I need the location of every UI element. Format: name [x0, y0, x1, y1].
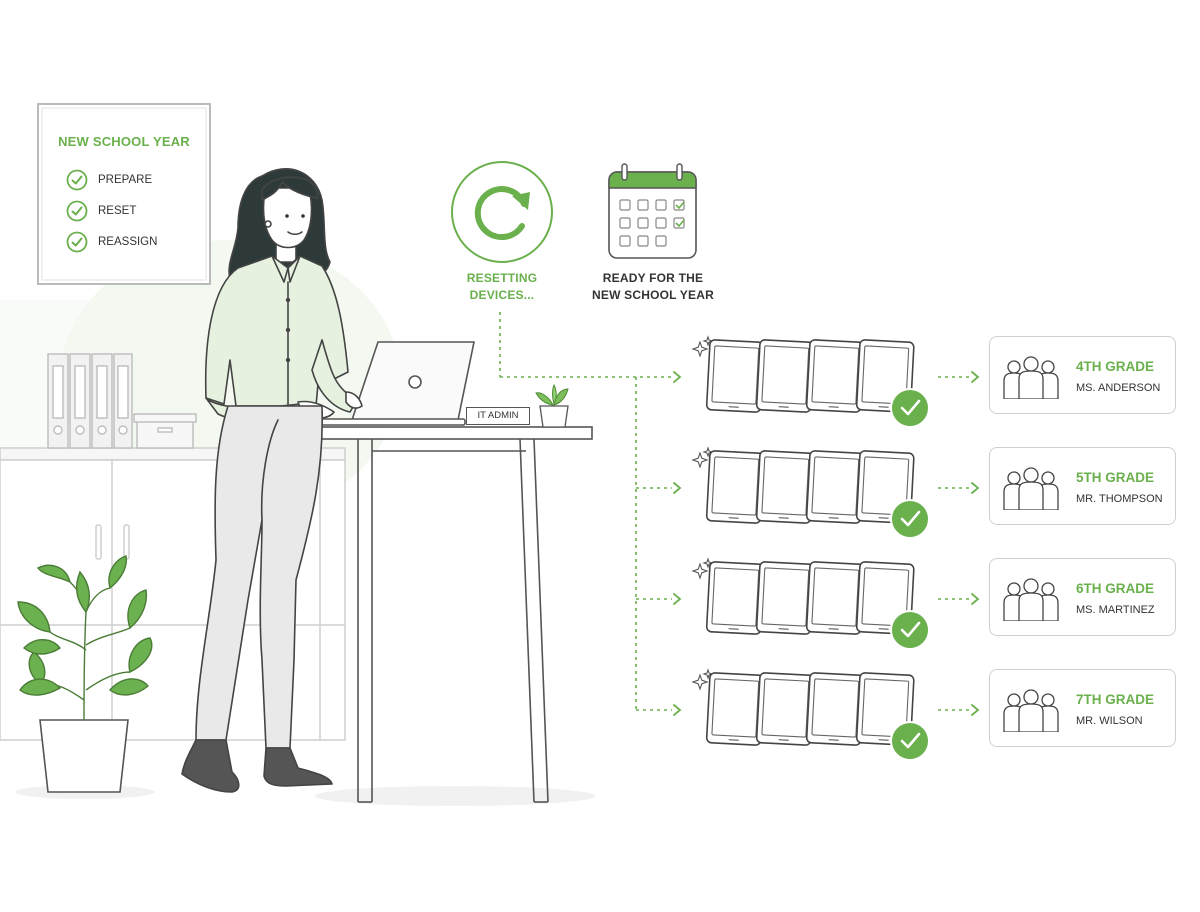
calendar-icon	[608, 163, 697, 259]
sparkle-icon	[691, 446, 714, 469]
teacher-name: MS. MARTINEZ	[1076, 604, 1155, 616]
tablet-icon	[805, 339, 865, 413]
floor-shadow	[315, 786, 595, 806]
poster-item-label: PREPARE	[98, 174, 153, 186]
tablet-icon	[755, 339, 815, 413]
tablet-icon	[755, 561, 815, 635]
sparkle-icon	[691, 668, 714, 691]
check-badge-icon	[890, 388, 930, 428]
tablet-icon	[805, 672, 865, 746]
ready-school-year-label: READY FOR THE NEW SCHOOL YEAR	[592, 271, 714, 302]
teacher-name: MR. WILSON	[1076, 715, 1143, 727]
check-badge-icon	[890, 499, 930, 539]
tablet-icon	[705, 672, 765, 746]
grade-name: 4TH GRADE	[1076, 359, 1155, 374]
poster-item-label: REASSIGN	[98, 236, 158, 248]
grade-card: 7TH GRADE MR. WILSON	[989, 669, 1176, 747]
poster-item-label: RESET	[98, 205, 137, 217]
check-badge-icon	[890, 721, 930, 761]
person-it-admin	[181, 168, 363, 793]
grade-card: 4TH GRADE MS. ANDERSON	[989, 336, 1176, 414]
tablet-icon	[755, 672, 815, 746]
grade-name: 7TH GRADE	[1076, 692, 1155, 707]
tablet-group-4	[691, 668, 930, 761]
check-circle-icon	[66, 231, 88, 253]
grade-card: 5TH GRADE MR. THOMPSON	[989, 447, 1176, 525]
tablet-icon	[805, 450, 865, 524]
binders	[47, 353, 133, 449]
laptop	[284, 341, 475, 426]
poster-item-reassign: REASSIGN	[66, 231, 157, 253]
tablet-icon	[805, 561, 865, 635]
check-circle-icon	[66, 200, 88, 222]
desk-plant	[535, 383, 569, 428]
storage-box	[133, 413, 197, 449]
tablet-icon	[705, 450, 765, 524]
it-admin-name-tag: IT ADMIN	[466, 407, 530, 425]
people-icon	[1003, 356, 1059, 399]
standing-desk	[235, 426, 593, 803]
grade-name: 6TH GRADE	[1076, 581, 1155, 596]
grade-card: 6TH GRADE MS. MARTINEZ	[989, 558, 1176, 636]
poster-title: NEW SCHOOL YEAR	[58, 134, 190, 149]
tablet-group-3	[691, 557, 930, 650]
sparkle-icon	[691, 557, 714, 580]
tablet-icon	[855, 561, 915, 635]
tablet-groups	[691, 335, 930, 761]
people-icon	[1003, 467, 1059, 510]
teacher-name: MS. ANDERSON	[1076, 382, 1161, 394]
tablet-icon	[705, 561, 765, 635]
people-icon	[1003, 578, 1059, 621]
teacher-name: MR. THOMPSON	[1076, 493, 1163, 505]
resetting-devices-label: RESETTING DEVICES...	[466, 271, 538, 302]
potted-plant	[17, 555, 153, 793]
tablet-icon	[755, 450, 815, 524]
tablet-group-2	[691, 446, 930, 539]
flow-arrowheads	[673, 371, 980, 716]
check-circle-icon	[66, 169, 88, 191]
poster-item-prepare: PREPARE	[66, 169, 152, 191]
tablet-icon	[705, 339, 765, 413]
poster-frame	[37, 103, 211, 285]
check-badge-icon	[890, 610, 930, 650]
flow-connectors	[499, 312, 970, 711]
poster-item-reset: RESET	[66, 200, 136, 222]
sparkle-icon	[691, 335, 714, 358]
people-icon	[1003, 689, 1059, 732]
grade-name: 5TH GRADE	[1076, 470, 1155, 485]
refresh-icon	[451, 161, 553, 263]
tablet-group-1	[691, 335, 930, 428]
